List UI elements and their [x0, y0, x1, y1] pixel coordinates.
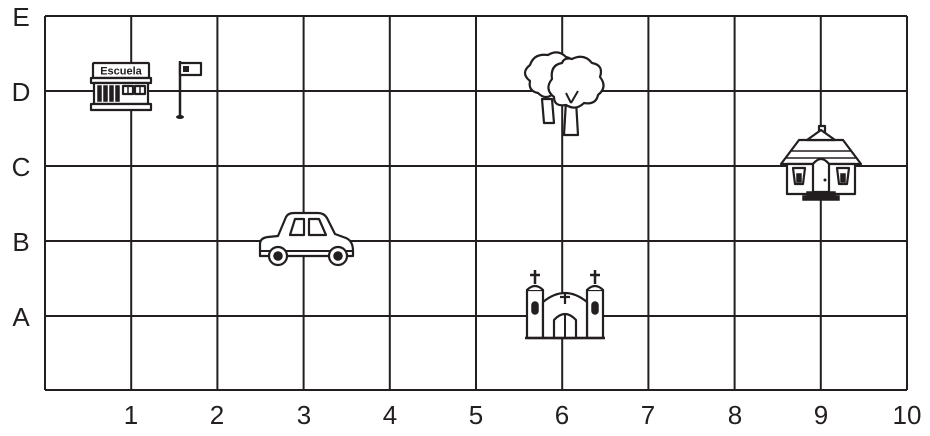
x-label-2: 2 — [210, 400, 224, 430]
x-label-8: 8 — [728, 400, 742, 430]
house-door — [813, 159, 829, 192]
x-label-1: 1 — [124, 400, 138, 430]
x-label-10: 10 — [893, 400, 922, 430]
x-label-4: 4 — [383, 400, 397, 430]
y-axis-labels: A B C D E — [12, 2, 31, 332]
y-label-b: B — [12, 227, 29, 257]
y-label-c: C — [12, 152, 31, 182]
x-label-7: 7 — [641, 400, 655, 430]
church-icon — [525, 270, 605, 338]
grid-lines — [45, 16, 907, 390]
trees-icon — [525, 52, 604, 135]
x-label-3: 3 — [297, 400, 311, 430]
tree-crown — [548, 57, 603, 108]
school-base — [91, 104, 151, 110]
x-label-6: 6 — [555, 400, 569, 430]
y-label-a: A — [12, 302, 30, 332]
y-label-e: E — [12, 2, 29, 32]
y-label-d: D — [12, 77, 31, 107]
x-axis-labels: 1 2 3 4 5 6 7 8 9 10 — [124, 400, 922, 430]
x-label-5: 5 — [469, 400, 483, 430]
tree-trunk — [542, 99, 554, 123]
school-sign-text: Escuela — [100, 66, 142, 78]
car-icon — [260, 213, 353, 265]
house-icon — [781, 126, 861, 200]
x-label-9: 9 — [814, 400, 828, 430]
